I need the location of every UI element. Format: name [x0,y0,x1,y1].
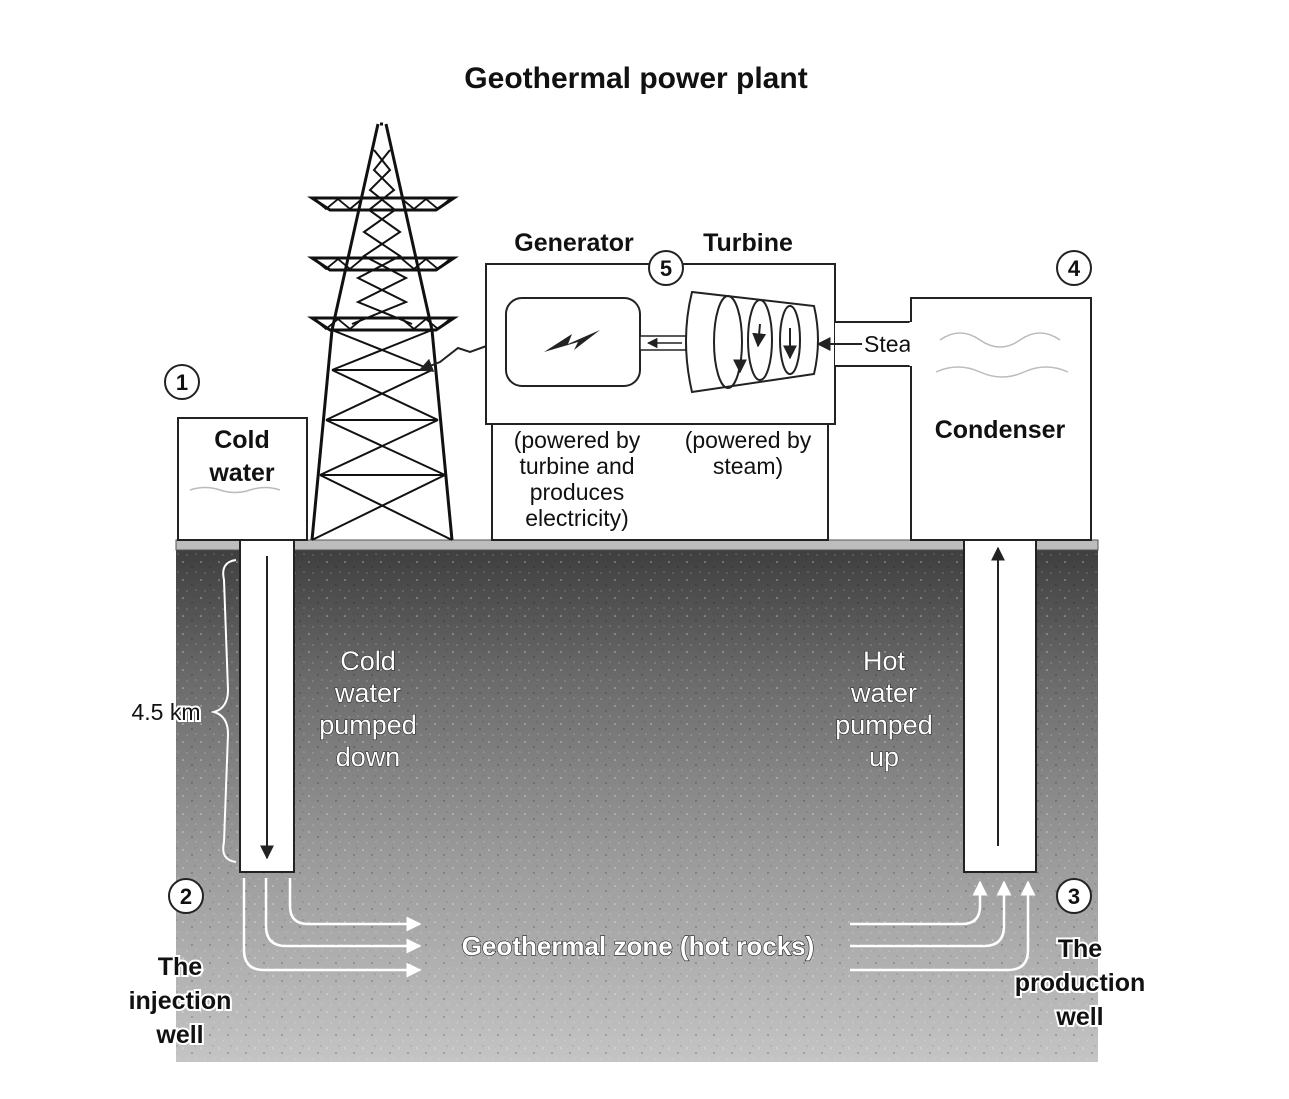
turbine-note: (powered by steam) [685,427,812,479]
svg-text:3: 3 [1068,884,1080,909]
svg-text:up: up [869,742,899,772]
ground [175,539,1099,1062]
svg-text:pumped: pumped [835,710,933,740]
step-4-marker: 4 [1056,250,1092,286]
svg-text:steam): steam) [713,453,783,479]
svg-text:turbine and: turbine and [519,453,634,479]
injection-well-label: The injection well [127,951,234,1051]
svg-text:The: The [1058,935,1103,963]
geothermal-zone-label: Geothermal zone (hot rocks) [462,931,815,961]
svg-text:well: well [1055,1003,1103,1031]
svg-text:4: 4 [1068,256,1081,281]
depth-brace: 4.5 km [129,559,237,863]
svg-text:(powered by: (powered by [685,427,812,453]
generator-label: Generator [514,229,634,257]
svg-text:production: production [1015,969,1146,997]
svg-text:well: well [155,1021,203,1049]
svg-text:The: The [158,953,203,981]
generator-note: (powered by turbine and produces electri… [514,427,641,531]
generator-machine [505,297,687,387]
diagram-title: Geothermal power plant [464,62,807,95]
transmission-tower [307,122,459,541]
cold-water-tank: Cold water [177,417,308,541]
condenser-building: Condenser [909,297,1092,541]
svg-text:1: 1 [176,370,188,395]
svg-text:Cold: Cold [340,646,396,676]
cold-water-label-line2: water [208,459,275,487]
turbine-label: Turbine [703,229,793,257]
condenser-label: Condenser [935,416,1066,444]
svg-text:injection: injection [129,987,232,1015]
production-well-shaft [963,539,1037,873]
geothermal-flow-arrows [242,878,1036,978]
depth-label: 4.5 km [131,699,200,725]
cold-water-pumped-down: Cold water pumped down [319,645,418,772]
svg-text:produces: produces [530,479,625,505]
svg-text:Hot: Hot [863,646,906,676]
step-5-marker: 5 [648,250,684,286]
svg-text:5: 5 [660,256,672,281]
step-1-marker: 1 [164,364,200,400]
power-line-arrow [418,343,493,372]
svg-text:pumped: pumped [319,710,417,740]
production-well-label: The production well [1013,933,1148,1033]
injection-well-shaft [239,539,295,873]
step-2-marker: 2 [168,878,204,914]
cold-water-label-line1: Cold [214,426,270,454]
svg-text:water: water [334,678,401,708]
svg-text:down: down [336,742,401,772]
hot-water-pumped-up: Hot water pumped up [835,645,934,772]
svg-text:2: 2 [180,884,192,909]
svg-text:electricity): electricity) [525,505,629,531]
svg-text:water: water [850,678,917,708]
step-3-marker: 3 [1056,878,1092,914]
svg-text:(powered by: (powered by [514,427,641,453]
turbine-machine [685,290,819,394]
